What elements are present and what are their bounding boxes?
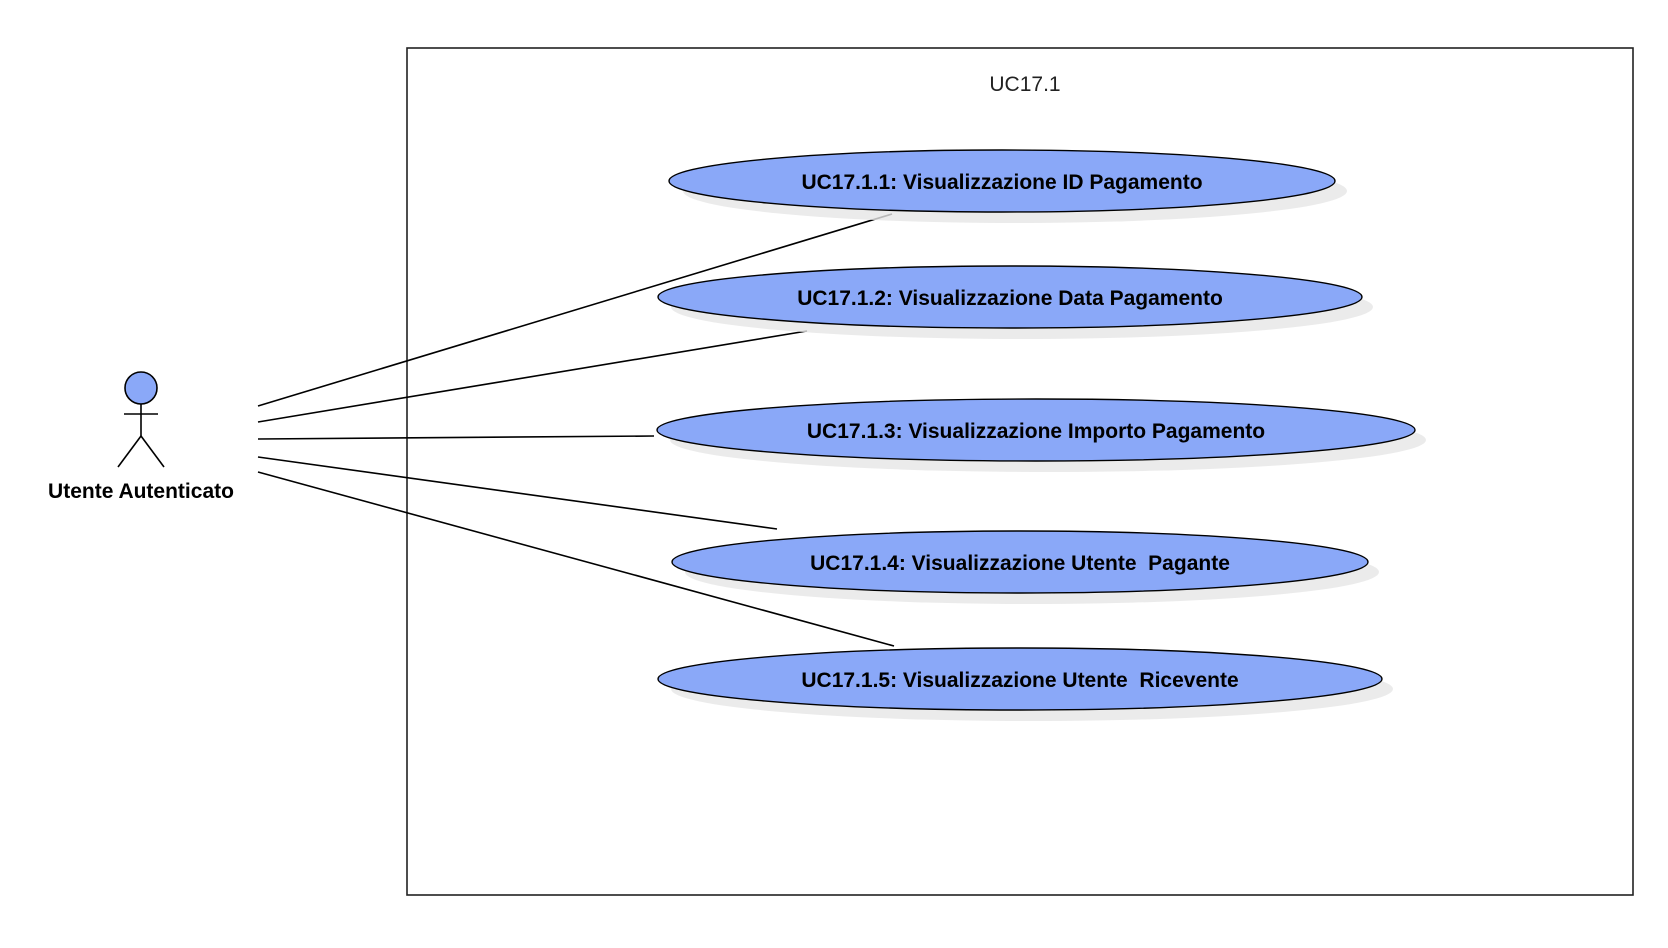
actor-left-leg <box>117 435 142 468</box>
use-case-uc17-1-2: UC17.1.2: Visualizzazione Data Pagamento <box>657 265 1373 339</box>
actor-right-leg <box>140 435 165 468</box>
actor-head <box>124 371 158 405</box>
use-case-label: UC17.1.3: Visualizzazione Importo Pagame… <box>807 420 1265 443</box>
actor-utente-autenticato: Utente Autenticato <box>48 371 234 503</box>
use-case-ellipse <box>656 398 1416 462</box>
use-case-label: UC17.1.4: Visualizzazione Utente Pagante <box>810 552 1230 575</box>
use-case-label: UC17.1.2: Visualizzazione Data Pagamento <box>797 287 1223 310</box>
use-case-uc17-1-5: UC17.1.5: Visualizzazione Utente Riceven… <box>657 647 1393 721</box>
association-uc17-1-5 <box>257 471 895 647</box>
association-uc17-1-1 <box>257 213 893 407</box>
system-title: UC17.1 <box>989 73 1060 96</box>
use-case-ellipse <box>657 647 1383 711</box>
association-uc17-1-2 <box>257 330 808 423</box>
use-case-label: UC17.1.5: Visualizzazione Utente Riceven… <box>801 669 1238 692</box>
association-uc17-1-4 <box>257 456 778 530</box>
system-boundary <box>406 47 1634 896</box>
actor-label: Utente Autenticato <box>48 480 234 503</box>
use-case-uc17-1-1: UC17.1.1: Visualizzazione ID Pagamento <box>668 149 1347 223</box>
use-case-label: UC17.1.1: Visualizzazione ID Pagamento <box>801 171 1202 194</box>
use-case-ellipse <box>668 149 1336 213</box>
association-uc17-1-3 <box>257 435 655 440</box>
use-case-uc17-1-3: UC17.1.3: Visualizzazione Importo Pagame… <box>656 398 1426 472</box>
use-case-uc17-1-4: UC17.1.4: Visualizzazione Utente Pagante <box>671 530 1379 604</box>
use-case-ellipse <box>657 265 1363 329</box>
use-case-ellipse <box>671 530 1369 594</box>
